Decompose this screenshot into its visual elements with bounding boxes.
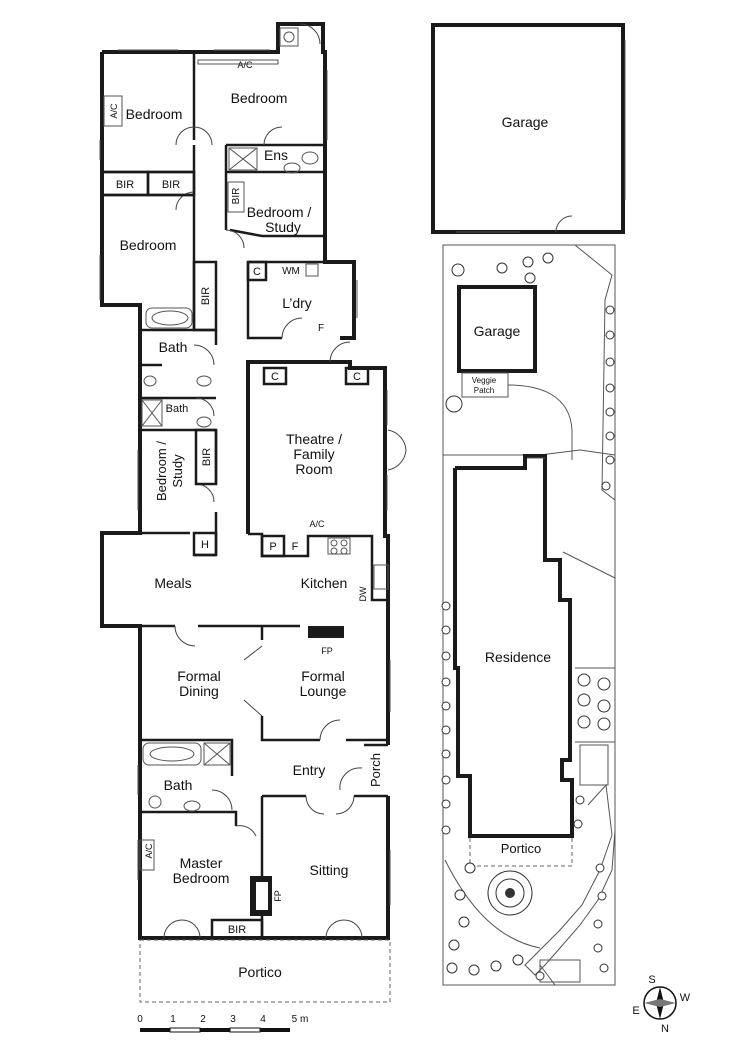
fixture-label: A/C: [237, 60, 253, 70]
fixture-label: F: [318, 323, 324, 334]
scale-tick: 1: [170, 1014, 176, 1025]
fixture-label: A/C: [109, 103, 119, 119]
fixture-label: BIR: [162, 179, 180, 191]
site-label: Residence: [485, 649, 551, 665]
front-portico-outline: [139, 939, 391, 1003]
scale-tick: 5 m: [292, 1014, 309, 1025]
room-label: Bath: [164, 777, 193, 793]
room-label: Study: [265, 219, 301, 235]
site-label: Portico: [501, 841, 541, 856]
room-label: Sitting: [310, 862, 349, 878]
fixture-label: A/C: [144, 843, 154, 859]
fixture-labels: A/C A/C A/C A/C BIR BIR BIR BIR BIR BIR …: [109, 60, 368, 936]
compass-s: S: [648, 974, 655, 986]
room-label: Master: [180, 855, 223, 871]
fixtures: [103, 27, 389, 871]
fixture-label: F: [292, 541, 299, 553]
compass-e: E: [632, 1005, 639, 1017]
room-label: Bath: [159, 339, 188, 355]
site-label: Garage: [502, 114, 549, 130]
fixture-label: BIR: [228, 924, 246, 936]
room-label: Ens: [264, 147, 288, 163]
scale-tick: 0: [137, 1014, 143, 1025]
room-label: Theatre /: [286, 431, 342, 447]
room-label: Bedroom: [120, 237, 177, 253]
room-labels: Bedroom Bedroom Ens Bedroom / Study Bedr…: [120, 90, 383, 980]
fixture-label: WM: [282, 266, 300, 277]
room-label: Study: [170, 454, 185, 488]
room-label: Bedroom: [126, 106, 183, 122]
room-label: Entry: [293, 762, 326, 778]
fixture-label: P: [269, 541, 276, 553]
site-label: Garage: [474, 323, 521, 339]
room-label: Portico: [238, 964, 282, 980]
room-label: Formal: [301, 668, 345, 684]
scale-bar: 0 1 2 3 4 5 m: [137, 1014, 309, 1033]
site-label: Veggie: [472, 376, 497, 385]
room-label: Kitchen: [301, 575, 348, 591]
room-label: Bedroom: [173, 870, 230, 886]
room-label: Bedroom /: [247, 204, 312, 220]
windows: [99, 49, 391, 905]
site-label: Patch: [474, 386, 494, 395]
fixture-label: FP: [321, 646, 333, 656]
fixture-label: BIR: [201, 448, 213, 466]
fixture-label: BIR: [231, 188, 242, 205]
room-label: Dining: [179, 683, 219, 699]
site-plan: [431, 23, 626, 986]
fixture-label: FP: [273, 890, 283, 902]
fixture-label: A/C: [309, 519, 325, 529]
room-label: Bedroom: [231, 90, 288, 106]
room-label: Meals: [154, 575, 191, 591]
room-label: L’dry: [282, 295, 312, 311]
fixture-label: C: [353, 371, 361, 383]
scale-tick: 3: [230, 1014, 236, 1025]
fixture-label: C: [271, 371, 279, 383]
compass-w: W: [680, 992, 691, 1004]
compass-n: N: [661, 1023, 669, 1035]
fixture-label: H: [201, 539, 209, 551]
scale-tick: 2: [200, 1014, 206, 1025]
fixture-label: DW: [358, 586, 368, 601]
built-in-robes: [100, 170, 370, 940]
doors: [163, 23, 407, 939]
room-label: Bedroom /: [154, 441, 169, 501]
room-label: Room: [295, 461, 332, 477]
room-label: Bath: [166, 403, 189, 415]
fixture-label: BIR: [116, 179, 134, 191]
scale-tick: 4: [260, 1014, 266, 1025]
room-label: Formal: [177, 668, 221, 684]
fixture-label: C: [253, 266, 261, 278]
site-trees: [441, 252, 615, 981]
room-label: Lounge: [300, 683, 347, 699]
room-label: Family: [293, 446, 334, 462]
compass-icon: S W E N: [632, 974, 690, 1035]
room-label: Porch: [368, 753, 383, 787]
site-labels: Garage Garage Veggie Patch Residence Por…: [472, 114, 552, 856]
fixture-label: BIR: [200, 287, 212, 305]
